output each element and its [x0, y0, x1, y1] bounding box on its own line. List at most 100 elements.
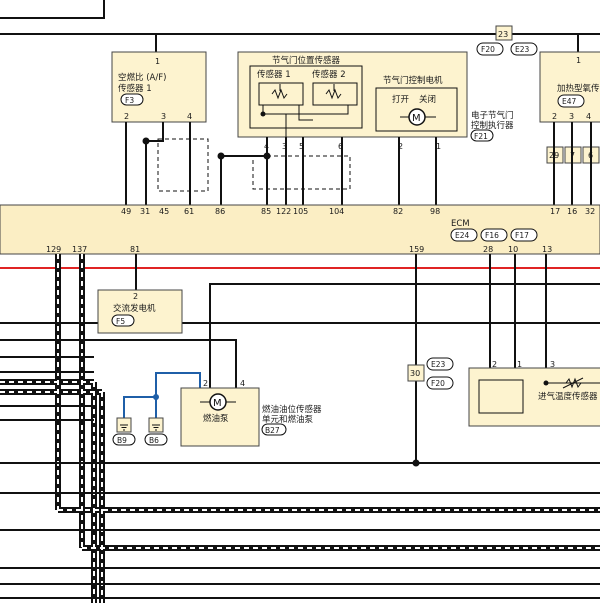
- af-sensor-pin-3: 3: [161, 112, 166, 121]
- ground-b6: B6: [144, 417, 168, 446]
- junction-top-c1: F20: [481, 45, 495, 54]
- ecm-pin-122: 122: [276, 207, 291, 216]
- ecm-band: 49 31 45 61 86 85 122 105 104 82 98 17 1…: [0, 204, 600, 255]
- ecm-pin-137: 137: [72, 245, 87, 254]
- ecm-pin-61: 61: [184, 207, 194, 216]
- ground-b9: B9: [112, 417, 136, 446]
- heated-o2-name: 加热型氧传: [557, 83, 600, 94]
- fuel-pump-pin-2: 2: [203, 379, 208, 388]
- alternator: 2 交流发电机 F5: [97, 289, 183, 334]
- ecm-connector-f17: F17: [515, 231, 529, 240]
- intake-temp-name: 进气温度传感器: [538, 391, 598, 402]
- throttle-motor-title: 节气门控制电机: [383, 75, 443, 86]
- ecm-connector-f16: F16: [485, 231, 499, 240]
- af-sensor-name2: 传感器 1: [118, 83, 152, 94]
- junction-top: 23 F20 E23: [476, 25, 538, 56]
- ecm-pin-16: 16: [567, 207, 577, 216]
- ecm-pin-10: 10: [508, 245, 518, 254]
- upper-signal-wires: [125, 122, 592, 205]
- ecm-pin-104: 104: [329, 207, 344, 216]
- throttle-body: 节气门位置传感器 传感器 1 传感器 2 节气门控制电机 打开 关闭 M 4 3…: [237, 51, 514, 151]
- intake-temp-pin-1: 1: [517, 360, 522, 369]
- ecm-pin-129: 129: [46, 245, 61, 254]
- alternator-connector: F5: [116, 317, 125, 326]
- ecm-pin-28: 28: [483, 245, 493, 254]
- ecm-pin-32: 32: [585, 207, 595, 216]
- junction-mid-c1: E23: [431, 360, 446, 369]
- ecm-pin-45: 45: [159, 207, 169, 216]
- ecm-pin-82: 82: [393, 207, 403, 216]
- ecm-label: ECM: [451, 219, 470, 229]
- svg-text:M: M: [213, 398, 222, 409]
- blue-ground-wire: [123, 372, 201, 418]
- junction-splice-dot: [412, 459, 420, 467]
- motor-icon: M: [400, 108, 436, 126]
- intake-temp-pin-2: 2: [492, 360, 497, 369]
- fuel-pump-pin-4: 4: [240, 379, 245, 388]
- heated-o2-pin-4: 4: [586, 112, 591, 121]
- tps-title: 节气门位置传感器: [272, 55, 341, 66]
- fuel-pump-name: 燃油泵: [203, 413, 229, 424]
- alternator-name: 交流发电机: [113, 303, 156, 314]
- motor-open-label: 打开: [392, 94, 410, 105]
- ecm-pin-17: 17: [550, 207, 560, 216]
- tps-pin-3: 3: [282, 142, 287, 151]
- fuel-pump-connector: B27: [265, 426, 280, 435]
- ecm-pin-86: 86: [215, 207, 225, 216]
- actuator-connector: F21: [474, 132, 488, 141]
- ground-b9-label: B9: [117, 436, 127, 445]
- actuator-name2: 控制执行器: [471, 120, 514, 131]
- actuator-name1: 电子节气门: [471, 110, 514, 121]
- heated-o2-sensor: 1 加热型氧传 E47 2 3 4 29 7 6: [539, 51, 600, 164]
- junction-mid: 30 E23 F20: [407, 357, 454, 390]
- tps-pin-5: 5: [299, 142, 304, 151]
- ground-b6-label: B6: [149, 436, 159, 445]
- fuel-pump: 2 4 M 燃油泵 燃油油位传感器 单元和燃油泵 B27: [123, 372, 322, 447]
- intake-temp-pin-3: 3: [550, 360, 555, 369]
- ground-b6-icon: [152, 424, 160, 431]
- tps-pin-6: 6: [338, 142, 343, 151]
- motor-close-label: 关闭: [419, 94, 436, 105]
- tps-sensor2-label: 传感器 2: [312, 69, 346, 80]
- heated-o2-pin-2: 2: [552, 112, 557, 121]
- ground-b9-icon: [120, 424, 128, 431]
- junction-mid-pin: 30: [410, 369, 420, 378]
- ecm-pin-31: 31: [140, 207, 150, 216]
- tps-internal-wires: [262, 105, 349, 137]
- af-sensor: 1 空燃比 (A/F) 传感器 1 F3 2 3 4: [111, 51, 207, 123]
- ecm-pin-98: 98: [430, 207, 440, 216]
- shield-dashed: [157, 138, 351, 192]
- tps-resistor-1-icon: [271, 84, 288, 100]
- heated-o2-connector: E47: [562, 97, 577, 106]
- fuel-pump-motor-icon: M: [200, 393, 236, 411]
- tps-sensor1-label: 传感器 1: [257, 69, 291, 80]
- af-sensor-pin-4: 4: [187, 112, 192, 121]
- junction-mid-c2: F20: [431, 379, 445, 388]
- heated-o2-pin-3: 3: [569, 112, 574, 121]
- fuel-pump-desc2: 单元和燃油泵: [262, 414, 314, 425]
- motor-pin-2: 2: [398, 142, 403, 151]
- alternator-pin: 2: [133, 292, 138, 301]
- af-sensor-pin-2: 2: [124, 112, 129, 121]
- motor-pin-1: 1: [436, 142, 441, 151]
- svg-text:M: M: [412, 113, 421, 124]
- ecm-pin-85: 85: [261, 207, 271, 216]
- ecm-pin-105: 105: [293, 207, 308, 216]
- junction-top-pin: 23: [498, 30, 508, 39]
- ecm-pin-159: 159: [409, 245, 424, 254]
- intake-temp-sensor: 2 1 3 进气温度传感器: [468, 360, 600, 427]
- shielded-wires: [0, 254, 600, 603]
- thermistor-icon: [562, 377, 584, 389]
- heated-o2-pin-top: 1: [576, 56, 581, 65]
- af-sensor-pin-top: 1: [155, 57, 160, 66]
- ecm-connector-e24: E24: [455, 231, 470, 240]
- ecm-pin-81: 81: [130, 245, 140, 254]
- af-sensor-connector: F3: [125, 96, 134, 105]
- tps-resistor-2-icon: [325, 84, 342, 100]
- junction-top-c2: E23: [515, 45, 530, 54]
- lower-wires: [0, 254, 600, 599]
- ecm-pin-49: 49: [121, 207, 131, 216]
- ecm-pin-13: 13: [542, 245, 552, 254]
